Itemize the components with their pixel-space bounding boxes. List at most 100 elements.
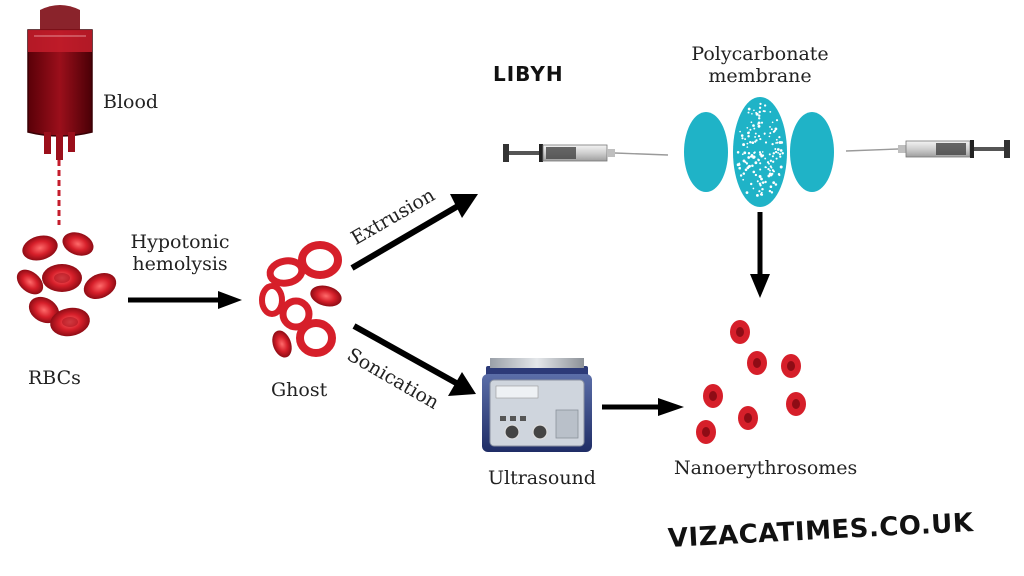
membrane-pore	[748, 131, 750, 134]
nanoerythrosome-cluster	[696, 320, 806, 444]
membrane-pore	[767, 174, 771, 178]
membrane-pore	[754, 140, 757, 143]
membrane-pore	[752, 155, 756, 159]
membrane-pore	[769, 185, 773, 188]
membrane-pore	[781, 151, 784, 155]
membrane-pore	[757, 158, 759, 161]
membrane-pore	[753, 151, 756, 154]
membrane-pore	[751, 164, 754, 168]
rbc-cell	[83, 272, 117, 300]
ultrasound-bath-icon	[482, 358, 592, 452]
arrow-extrusion	[350, 194, 478, 271]
membrane-pore	[769, 159, 773, 162]
membrane-pore	[774, 127, 778, 131]
ghost-cell	[298, 241, 342, 279]
arrow-ultrasound-nano	[602, 398, 684, 416]
membrane-pore	[760, 178, 763, 181]
membrane-pore	[744, 138, 747, 141]
membrane-pore	[742, 143, 746, 147]
ghost-cell	[310, 285, 342, 307]
membrane-pore	[743, 151, 746, 154]
rbc-cell	[28, 296, 60, 324]
blood-bag-icon	[27, 5, 93, 225]
membrane-pore	[752, 170, 756, 174]
membrane-pore	[774, 150, 778, 154]
label-nanoerythrosomes: Nanoerythrosomes	[674, 457, 858, 479]
label-hypotonic: Hypotonic	[130, 231, 230, 253]
membrane-pore	[759, 102, 762, 106]
membrane-pore	[776, 141, 779, 144]
membrane-pore	[769, 126, 771, 128]
rbc-cell	[16, 269, 44, 295]
membrane-pore	[750, 182, 753, 186]
membrane-pore	[755, 112, 759, 116]
membrane-pore	[768, 153, 771, 156]
membrane-pore	[778, 153, 782, 156]
ghost-cluster	[259, 241, 342, 358]
membrane-pore	[763, 104, 767, 107]
membrane-pore	[749, 155, 753, 158]
membrane-pore	[772, 181, 776, 185]
membrane-pore	[738, 166, 742, 170]
membrane-pore	[757, 134, 761, 138]
membrane-pore	[775, 119, 779, 122]
membrane-pore	[754, 132, 757, 135]
membrane-pore	[754, 161, 758, 165]
membrane-pore	[764, 180, 767, 184]
membrane-pore	[779, 165, 783, 169]
membrane-pore	[751, 112, 753, 115]
membrane-pore	[759, 162, 762, 165]
membrane-pore	[747, 156, 751, 159]
membrane-pore	[752, 187, 755, 190]
membrane-pore	[761, 187, 764, 191]
membrane-pore	[738, 162, 741, 165]
rbc-cell	[62, 232, 94, 256]
membrane-pore	[759, 138, 762, 141]
membrane-pore	[764, 157, 767, 160]
membrane-pore	[767, 167, 770, 171]
membrane-pore	[749, 128, 752, 131]
membrane-pore	[747, 111, 750, 114]
membrane-pore	[756, 180, 759, 183]
membrane-pore	[769, 169, 771, 172]
ghost-cell	[296, 319, 336, 357]
syringe-left-icon	[503, 144, 669, 162]
membrane-pore	[777, 148, 780, 151]
membrane-pore	[747, 134, 750, 138]
ghost-cell	[259, 283, 285, 317]
membrane-pore	[763, 132, 766, 135]
membrane-pore	[771, 142, 774, 146]
membrane-pore	[773, 129, 776, 132]
membrane-pore	[778, 141, 782, 144]
membrane-pore	[761, 181, 764, 184]
membrane-pore	[772, 170, 775, 173]
membrane-pore	[756, 194, 759, 197]
membrane-pore	[758, 151, 762, 154]
membrane-pore	[746, 142, 749, 145]
membrane-pore	[742, 159, 746, 163]
watermark-top: LIBYH	[493, 62, 564, 86]
membrane-pore	[758, 190, 761, 193]
membrane-pore	[772, 152, 776, 155]
membrane-pore	[772, 160, 775, 163]
membrane-pore	[759, 193, 763, 196]
membrane-pore	[753, 127, 756, 130]
membrane-pore	[739, 174, 743, 177]
membrane-pore	[742, 172, 746, 175]
membrane-pore	[751, 141, 755, 144]
membrane-pore	[771, 172, 774, 175]
label-membrane-line2: membrane	[708, 64, 812, 87]
membrane-pore	[770, 128, 773, 131]
membrane-pore	[779, 155, 782, 158]
label-ultrasound: Ultrasound	[488, 467, 596, 489]
membrane-pore	[758, 106, 762, 109]
membrane-pore	[771, 121, 774, 124]
membrane-pore	[774, 148, 777, 150]
membrane-pore	[742, 178, 745, 181]
membrane-pore	[766, 161, 770, 164]
arrow-membrane-down	[750, 212, 770, 298]
membrane-pore	[759, 168, 762, 171]
membrane-pore	[778, 174, 781, 177]
